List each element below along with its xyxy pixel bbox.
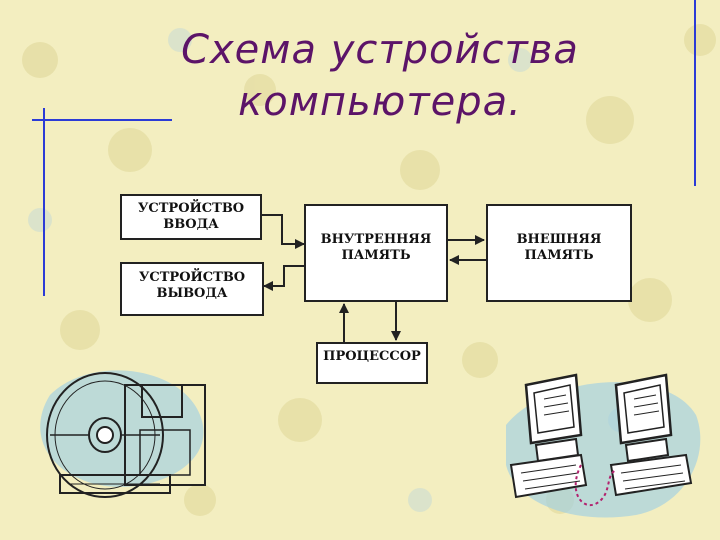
processor-box: ПРОЦЕССОР xyxy=(316,342,428,384)
computer-right-icon xyxy=(609,373,693,497)
input-device-label-2: ВВОДА xyxy=(163,217,219,232)
output-device-label-2: ВЫВОДА xyxy=(156,286,228,301)
network-cable xyxy=(574,464,617,506)
output-device-label-1: УСТРОЙСТВО xyxy=(138,270,246,285)
disk-icon xyxy=(40,370,206,498)
title-line-1: Схема устройства xyxy=(181,27,579,73)
external-memory-label-2: ПАМЯТЬ xyxy=(524,248,594,263)
computer-left-icon xyxy=(509,373,588,499)
decorative-vertical-line-left xyxy=(43,108,45,296)
arrow-input-to-memory xyxy=(262,214,305,249)
computers-network-icon xyxy=(506,373,701,518)
internal-memory-box: ВНУТРЕННЯЯ ПАМЯТЬ xyxy=(304,204,448,302)
input-device-box: УСТРОЙСТВО ВВОДА xyxy=(120,194,262,240)
processor-label: ПРОЦЕССОР xyxy=(323,349,421,364)
decorative-vertical-line-right xyxy=(694,0,696,186)
title-line-2: компьютера. xyxy=(238,79,522,125)
internal-memory-label-1: ВНУТРЕННЯЯ xyxy=(320,232,432,247)
decorative-horizontal-line xyxy=(32,119,172,121)
external-memory-box: ВНЕШНЯЯ ПАМЯТЬ xyxy=(486,204,632,302)
arrow-memory-to-output xyxy=(263,265,304,291)
external-memory-label-1: ВНЕШНЯЯ xyxy=(516,232,602,247)
output-device-box: УСТРОЙСТВО ВЫВОДА xyxy=(120,262,264,316)
input-device-label-1: УСТРОЙСТВО xyxy=(137,201,245,216)
internal-memory-label-2: ПАМЯТЬ xyxy=(341,248,411,263)
slide-title: Схема устройства компьютера. xyxy=(120,24,640,128)
